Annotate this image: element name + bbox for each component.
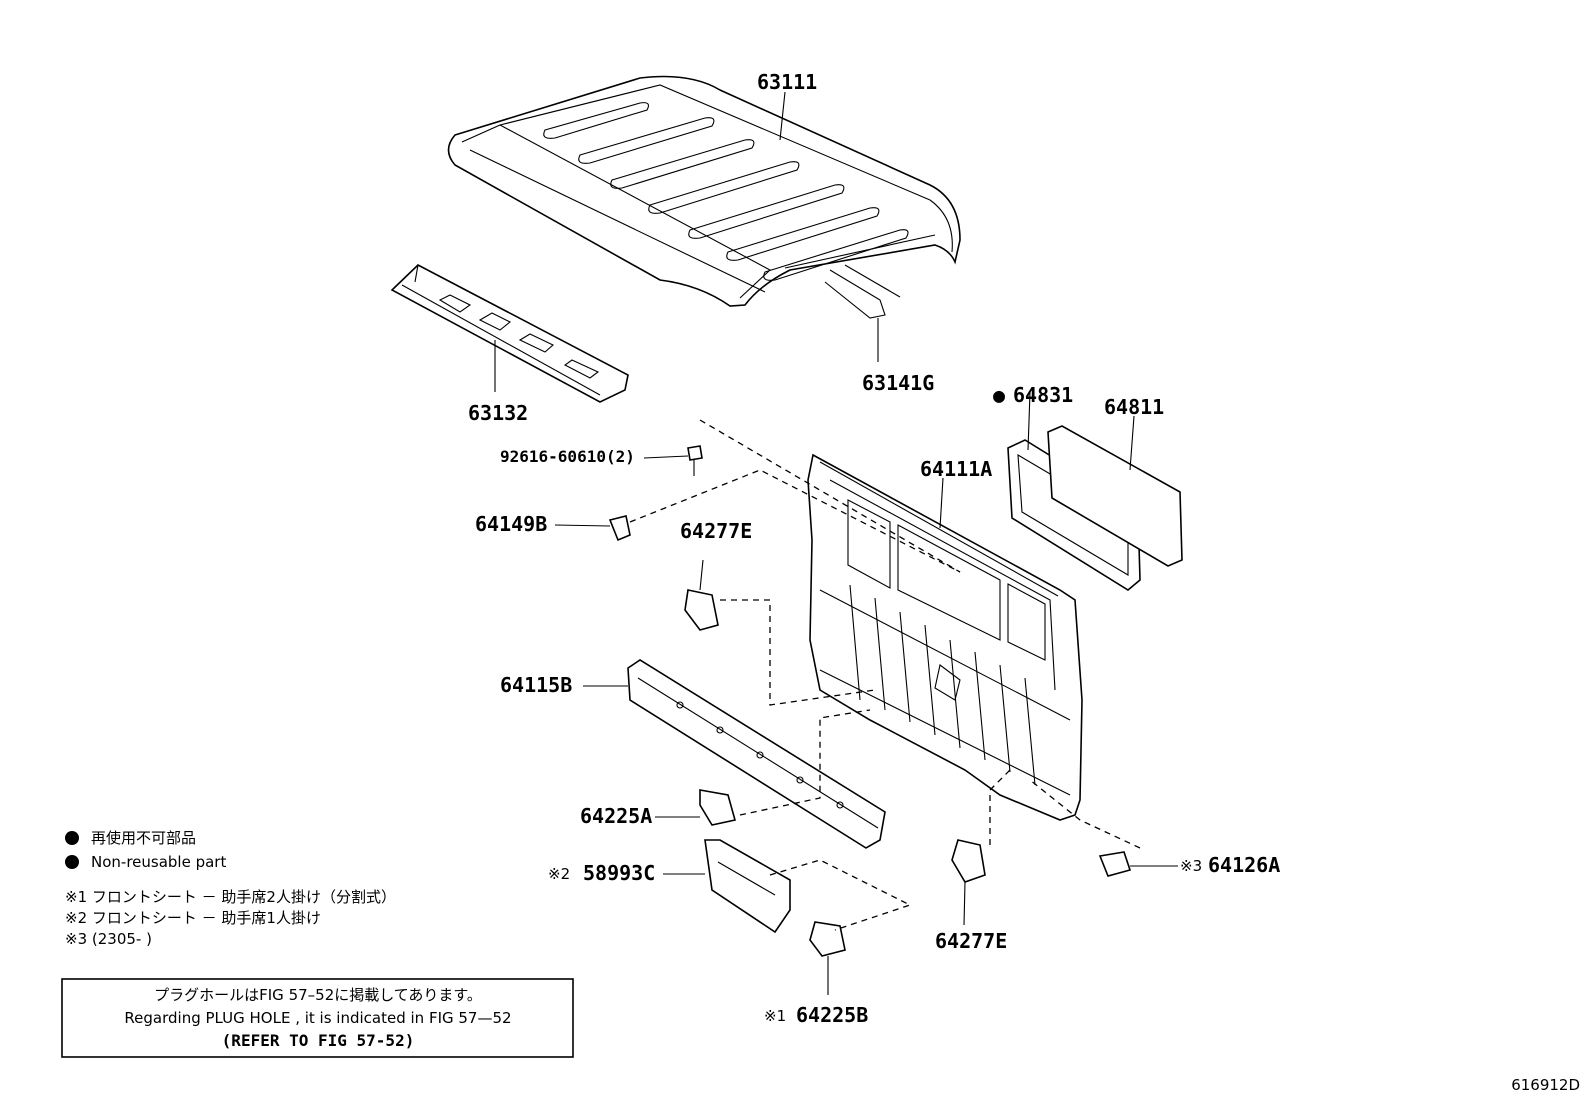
legend-note1: ※1 フロントシート － 助手席2人掛け（分割式）: [65, 888, 396, 906]
label-64126a: 64126A: [1208, 853, 1280, 877]
note3-mark: ※3: [1180, 857, 1202, 875]
label-64115b: 64115B: [500, 673, 572, 697]
note2-mark: ※2: [548, 865, 570, 883]
label-58993c: 58993C: [583, 861, 655, 885]
label-64277e-bottom: 64277E: [935, 929, 1007, 953]
label-64225a: 64225A: [580, 804, 652, 828]
brackets-drawing: [554, 445, 1178, 995]
legend-dot-en: [65, 855, 79, 869]
legend-jp-non-reusable: 再使用不可部品: [91, 829, 196, 847]
label-63132: 63132: [468, 401, 528, 425]
roof-header-drawing: [390, 264, 629, 403]
label-64111a: 64111A: [920, 457, 992, 481]
info-box-frame: [61, 978, 574, 1058]
assembly-lines: [629, 419, 1141, 931]
label-92616-60610: 92616-60610(2): [500, 447, 635, 466]
note1-mark: ※1: [764, 1007, 786, 1025]
lower-crossmember-drawing: [583, 659, 886, 849]
label-64277e-top: 64277E: [680, 519, 752, 543]
roof-panel-drawing: [447, 75, 961, 319]
legend-dot-jp: [65, 831, 79, 845]
label-64811: 64811: [1104, 395, 1164, 419]
info-box-line-jp: プラグホールはFIG 57–52に掲載してあります。: [154, 986, 482, 1004]
label-64831: 64831: [1013, 383, 1073, 407]
plug-hole-info-box: プラグホールはFIG 57–52に掲載してあります。 Regarding PLU…: [61, 978, 574, 1058]
legend-en-non-reusable: Non-reusable part: [91, 853, 226, 871]
legend-note3: ※3 (2305- ): [65, 930, 152, 948]
label-64225b: 64225B: [796, 1003, 868, 1027]
back-panel-drawing: [807, 453, 1083, 821]
label-64149b: 64149B: [475, 512, 547, 536]
figure-id: 616912D: [1511, 1076, 1580, 1094]
legend-note2: ※2 フロントシート － 助手席1人掛け: [65, 909, 321, 927]
label-63141g: 63141G: [862, 371, 934, 395]
info-box-line-refer: (REFER TO FIG 57-52): [222, 1031, 415, 1050]
label-63111: 63111: [757, 70, 817, 94]
window-drawing: [1007, 391, 1183, 591]
non-reusable-mark: ●: [993, 383, 1005, 407]
info-box-line-en: Regarding PLUG HOLE , it is indicated in…: [124, 1009, 511, 1027]
legend: 再使用不可部品 Non-reusable part ※1 フロントシート － 助…: [65, 829, 396, 948]
